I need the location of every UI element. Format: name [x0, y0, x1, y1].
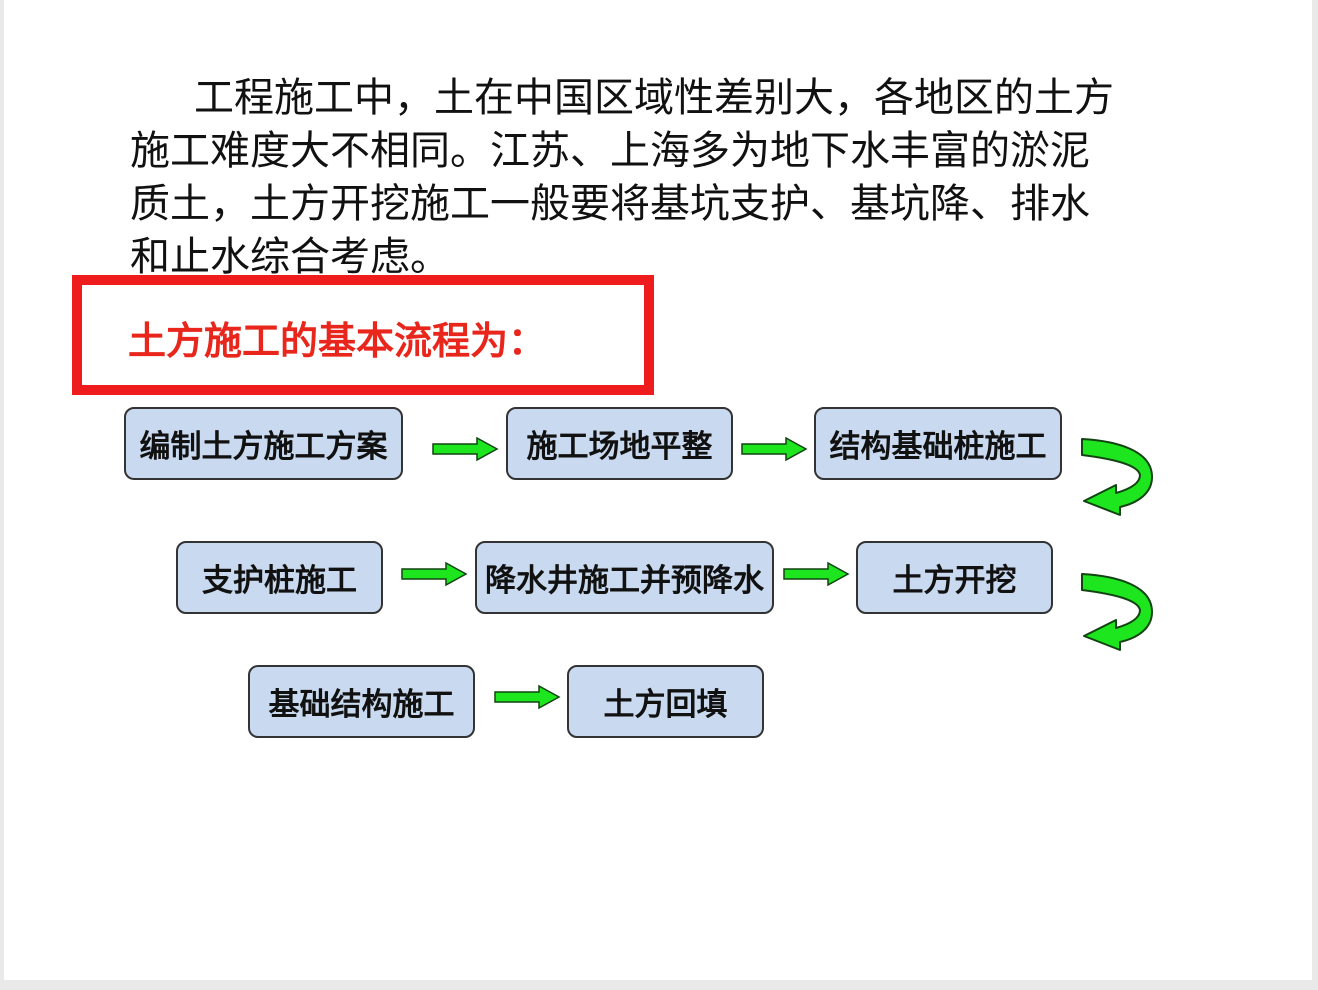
right-arrow-icon: [783, 561, 850, 587]
flow-step: 土方回填: [567, 665, 764, 738]
right-arrow-icon: [432, 436, 499, 462]
paragraph-line: 工程施工中，土在中国区域性差别大，各地区的土方: [194, 75, 1114, 121]
highlight-box: [72, 275, 654, 395]
flow-step: 支护桩施工: [176, 541, 383, 614]
paragraph-line: 质土，土方开挖施工一般要将基坑支护、基坑降、排水: [130, 181, 1090, 227]
right-arrow-icon: [401, 561, 468, 587]
flow-step: 结构基础桩施工: [814, 407, 1062, 480]
right-arrow-icon: [494, 684, 561, 710]
paragraph-line: 施工难度大不相同。江苏、上海多为地下水丰富的淤泥: [130, 128, 1090, 174]
flow-step: 施工场地平整: [506, 407, 733, 480]
flow-step: 降水井施工并预降水: [475, 541, 774, 614]
curved-down-arrow-icon: [1081, 573, 1153, 651]
flow-title: 土方施工的基本流程为：: [128, 319, 547, 363]
intro-paragraph: 工程施工中，土在中国区域性差别大，各地区的土方 施工难度大不相同。江苏、上海多为…: [130, 72, 1114, 284]
flow-step: 土方开挖: [856, 541, 1053, 614]
flow-step: 编制土方施工方案: [124, 407, 403, 480]
right-arrow-icon: [741, 436, 808, 462]
flow-step: 基础结构施工: [248, 665, 475, 738]
paragraph-line: 和止水综合考虑。: [130, 234, 450, 280]
slide: [4, 0, 1312, 980]
curved-down-arrow-icon: [1081, 438, 1153, 516]
